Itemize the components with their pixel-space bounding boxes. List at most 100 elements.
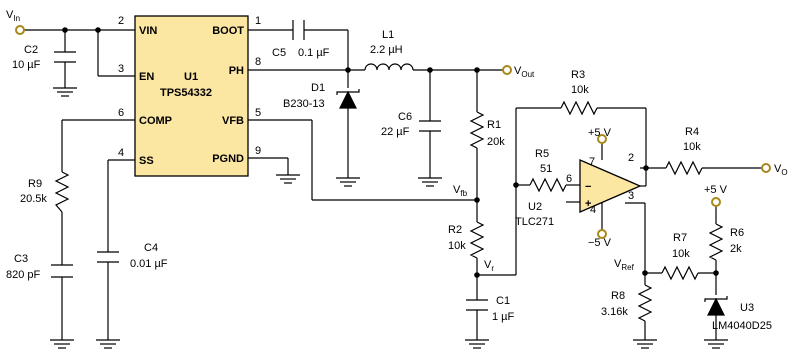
c3-value: 820 pF (6, 269, 41, 281)
resistor-r7: R7 10k (661, 232, 699, 281)
u1-pin-en: EN (139, 71, 154, 83)
terminals (15, 25, 771, 239)
r9-name: R9 (28, 178, 42, 190)
c2-name: C2 (24, 44, 38, 56)
r6-supply-label: +5 V (704, 184, 728, 196)
opamp-pin-out: 2 (628, 152, 634, 164)
junction-dot (474, 197, 480, 203)
opamp-noninv-sign: + (585, 198, 591, 210)
resistor-r5: R5 51 (529, 148, 567, 193)
resistor-r2: R2 10k (448, 221, 485, 259)
capacitor-c6: C6 22 µF (381, 111, 441, 138)
net-labels: VIn VOut VO Vfb Vr VRef (6, 9, 788, 273)
u1-pinnum: 9 (255, 145, 261, 157)
zener-u3: U3 LM4040D25 (704, 296, 772, 332)
junction-dot (427, 67, 433, 73)
capacitor-c2: C2 10 µF (12, 44, 76, 71)
c5-name: C5 (272, 47, 286, 59)
vo-label: VO (774, 163, 788, 177)
r5-value: 51 (540, 163, 552, 175)
r6-name: R6 (730, 227, 744, 239)
capacitor-c5: C5 0.1 µF (272, 20, 330, 59)
u1-pinnum: 8 (255, 56, 261, 68)
inductor-l1: L1 2.2 µH (364, 29, 414, 71)
c1-value: 1 µF (492, 311, 515, 323)
ground-icon (418, 177, 442, 187)
resistor-r9: R9 20.5k (20, 171, 70, 213)
r7-name: R7 (673, 232, 687, 244)
vfb-label: Vfb (453, 184, 468, 198)
u2-ref: U2 (528, 201, 542, 213)
opamp-supply-neg: −5 V (588, 237, 612, 249)
u1-pin-ph: PH (229, 65, 244, 77)
junction-dot (474, 67, 480, 73)
junction-dot (95, 27, 101, 33)
u1-body (134, 15, 249, 177)
vin-label: VIn (6, 9, 20, 23)
junction-dot (642, 270, 648, 276)
r9-value: 20.5k (20, 193, 47, 205)
junction-dot (713, 270, 719, 276)
junction-dot (513, 182, 519, 188)
opamp-body (579, 159, 642, 213)
r4-name: R4 (685, 126, 699, 138)
ground-icon (276, 174, 300, 184)
junctions (62, 27, 719, 278)
r6-value: 2k (730, 243, 742, 255)
vref-label: VRef (614, 258, 635, 272)
opamp-pin-vpos: 7 (589, 156, 595, 168)
r4-value: 10k (683, 141, 701, 153)
u1-ref: U1 (184, 71, 198, 83)
r5-name: R5 (535, 148, 549, 160)
u1-pin-pgnd: PGND (212, 153, 244, 165)
r2-name: R2 (448, 224, 462, 236)
u1-pinnum: 1 (255, 15, 261, 27)
c2-value: 10 µF (12, 59, 41, 71)
ground-icon (336, 177, 360, 187)
r8-name: R8 (611, 290, 625, 302)
d1-name: D1 (311, 82, 325, 94)
vout-terminal (502, 65, 512, 75)
resistor-r4: R4 10k (665, 126, 703, 176)
c4-value: 0.01 µF (130, 258, 168, 270)
ground-icon (53, 87, 77, 97)
r2-value: 10k (448, 240, 466, 252)
u1-pinnum: 2 (118, 15, 124, 27)
d1-value: B230-13 (283, 98, 325, 110)
vout-label: VOut (514, 65, 535, 79)
opamp-pin-noninv: 3 (628, 190, 634, 202)
opamp-inv-sign: − (585, 181, 591, 193)
resistor-r1: R1 20k (469, 111, 505, 149)
resistor-r8: R8 3.16k (601, 284, 653, 322)
c6-value: 22 µF (381, 126, 410, 138)
opamp-pin-inv: 6 (566, 173, 572, 185)
c1-name: C1 (496, 295, 510, 307)
capacitor-c3: C3 820 pF (6, 253, 73, 281)
u1-pin-vin: VIN (139, 25, 157, 37)
vin-terminal (15, 25, 25, 35)
u1-pinnum: 4 (118, 147, 124, 159)
opamp-vneg-terminal (597, 229, 607, 239)
opamp-pin-vneg: 4 (590, 204, 596, 216)
r1-value: 20k (487, 136, 505, 148)
opamp-vpos-terminal (597, 134, 607, 144)
junction-dot (345, 67, 351, 73)
u1-part: TPS54332 (160, 87, 212, 99)
resistor-r3: R3 10k (560, 69, 598, 116)
opamp-u2: − + 6 3 2 7 4 +5 V −5 V U2 TLC271 (515, 127, 647, 249)
u2-part: TLC271 (515, 216, 554, 228)
c6-name: C6 (398, 111, 412, 123)
vr-label: Vr (484, 259, 494, 273)
resistor-r6: R6 2k (708, 223, 744, 261)
junction-dot (62, 27, 68, 33)
c5-value: 0.1 µF (298, 47, 330, 59)
r7-value: 10k (672, 248, 690, 260)
l1-value: 2.2 µH (370, 44, 403, 56)
u1-pin-boot: BOOT (212, 25, 244, 37)
ground-icon (50, 339, 74, 349)
opamp-supply-pos: +5 V (588, 127, 612, 139)
u1-pin-vfb: VFB (222, 115, 244, 127)
ground-icon (704, 339, 728, 349)
c3-name: C3 (14, 253, 28, 265)
junction-dot (474, 272, 480, 278)
